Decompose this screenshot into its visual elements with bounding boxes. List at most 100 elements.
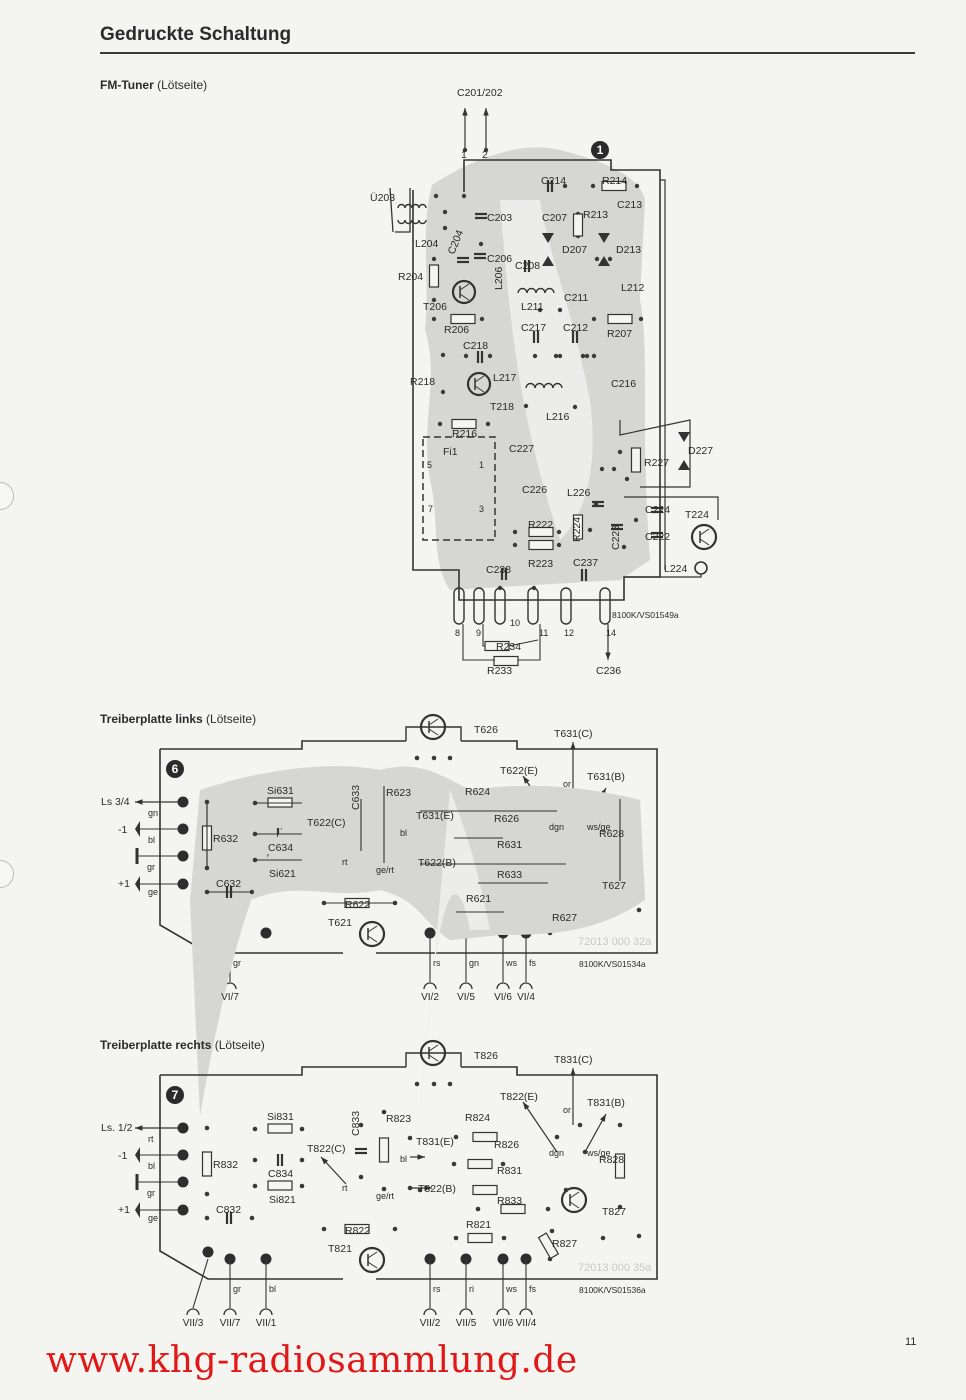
connector-label: VII/2 [420,1318,441,1329]
solder-pad [204,1125,210,1131]
fm-tuner-heading: FM-Tuner (Lötseite) [100,78,207,92]
component-label: R623 [386,787,411,799]
filter-fi1-outline [422,436,496,541]
resistor-symbol [572,213,584,237]
connector-socket-icon [423,982,437,990]
component-label: 1 [461,149,467,161]
solder-pad [440,389,446,395]
trace-line [462,624,495,661]
component-label: T626 [474,724,498,736]
wire-color-label: gn [469,958,479,968]
board-code-faint: 72013 000 35a [578,1262,652,1274]
transistor-symbol [459,283,470,291]
component-label: 14 [606,628,616,638]
diode-symbol [678,460,690,470]
resistor-symbol [451,418,477,430]
board-number-badge: 7 [172,1088,179,1102]
component-label: Si821 [269,1194,296,1206]
connector-pin [527,587,539,625]
board-outline [405,726,462,741]
trace-line [389,187,394,233]
component-label: Ls 3/4 [101,796,130,808]
component-label: T822(C) [307,1143,346,1155]
connector-label: VII/4 [516,1318,537,1329]
component-label: 9 [476,628,481,638]
transistor-symbol [569,1191,580,1199]
solder-pad [417,1187,423,1193]
solder-pad [607,256,613,262]
connector-socket-icon [519,1308,533,1316]
component-label: T826 [474,1050,498,1062]
component-label: ge/rt [376,865,395,875]
transistor-symbol [466,371,492,397]
component-label: C222 [645,531,670,543]
trace-line [624,574,702,578]
component-label: D207 [562,244,587,256]
component-label: rt [148,1134,154,1144]
arrow-line [522,1101,558,1153]
component-label: ws/ge [586,1148,611,1158]
connector-socket-icon [186,1308,200,1316]
arrow-head [135,1125,143,1131]
solder-pad [523,403,529,409]
solder-pad [532,353,538,359]
solder-pad [252,1157,258,1163]
component-label: bl [400,1154,407,1164]
transistor-symbol [367,1261,378,1269]
component-label: bl [400,828,407,838]
component-label: T831(E) [416,1136,454,1148]
copper-area [190,766,645,1116]
solder-pad [431,1081,437,1087]
solder-pad [537,307,543,313]
solder-pad [557,353,563,359]
component-label: C213 [617,199,642,211]
arrow-head [135,799,143,805]
component-label: C832 [216,1204,241,1216]
resistor-symbol [528,539,554,551]
solder-pad [599,466,605,472]
resistor-symbol [601,180,627,192]
solder-pad [321,1226,327,1232]
solder-pad [358,1122,364,1128]
component-label: R633 [497,869,522,881]
connector-label: VI/5 [457,992,475,1003]
wire-color-label: ws [505,1284,517,1294]
transistor-symbol [428,718,439,726]
component-label: +1 [118,1204,130,1216]
solder-pad [462,147,468,153]
terminal-symbol [135,1147,140,1163]
component-label: +1 [118,878,130,890]
connector-socket-icon [423,1308,437,1316]
solder-pad [587,527,593,533]
component-label: D227 [688,445,713,457]
board-outline [376,1066,658,1280]
component-label: 12 [564,628,574,638]
component-label: C201/202 [457,87,503,99]
resistor-symbol [472,1131,498,1143]
solder-pad [556,529,562,535]
component-label: or [563,1105,571,1115]
transistor-symbol [419,1039,447,1067]
connector-pin [453,587,465,625]
badge-circle [166,1086,184,1104]
header-rule [100,52,915,54]
component-label: 2 [482,149,488,161]
solder-pad [299,1157,305,1163]
terminal-symbol [135,821,140,837]
solder-pad [407,1135,413,1141]
component-label: C226 [522,484,547,496]
trace-line [508,639,539,647]
component-label: ge [148,887,158,897]
component-label: gn [148,808,158,818]
solder-pad [633,517,639,523]
component-label: C633 [350,785,362,810]
board-outline [405,1052,462,1067]
component-label: bl [148,1161,155,1171]
connector-label: VII/5 [456,1318,477,1329]
solder-pad [624,476,630,482]
component-label: L217 [493,372,517,384]
component-label: C217 [521,322,546,334]
component-label: C214 [541,175,566,187]
component-label: 5 [427,460,432,470]
component-label: bl [148,835,155,845]
